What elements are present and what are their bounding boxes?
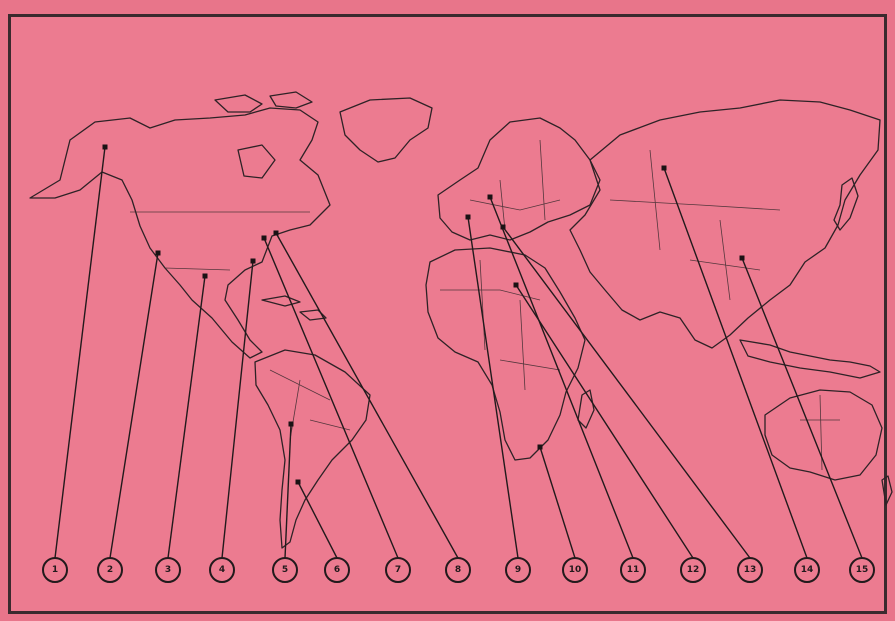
africa-outline [425,247,586,461]
caribbean-outline [261,295,327,321]
leader-line-5 [284,423,292,559]
marker-7[interactable]: 7 [385,557,411,583]
target-dot-western-europe [465,214,471,220]
marker-ring-9 [505,557,531,583]
marker-label-12: 12 [687,565,700,575]
map-frame [8,14,887,614]
target-dot-central-europe [487,194,493,200]
target-dot-east-asia [739,255,745,261]
marker-label-5: 5 [282,565,288,575]
marker-label-14: 14 [801,565,814,575]
marker-label-8: 8 [455,565,461,575]
marker-ring-12 [680,557,706,583]
leader-line-6 [297,481,338,559]
marker-ring-14 [794,557,820,583]
marker-ring-5 [272,557,298,583]
leader-line-12 [515,284,694,559]
target-dot-north-africa [513,282,519,288]
marker-label-11: 11 [627,565,640,575]
asia-outline [569,99,881,349]
target-dots [102,144,745,485]
marker-3[interactable]: 3 [155,557,181,583]
marker-label-6: 6 [334,565,340,575]
leader-line-15 [741,257,863,559]
leader-line-3 [167,275,206,559]
marker-15[interactable]: 15 [849,557,875,583]
japan-outline [833,177,859,231]
marker-label-10: 10 [569,565,582,575]
europe-outline [437,117,601,241]
new-zealand-outline [881,475,893,506]
marker-label-9: 9 [515,565,521,575]
marker-label-7: 7 [395,565,401,575]
southeast-asia-islands-outline [739,339,881,379]
leader-line-2 [109,252,159,559]
target-dot-chile [288,421,294,427]
target-dot-russia [661,165,667,171]
greenland-outline [339,97,433,163]
target-dot-eastern-canada [273,230,279,236]
marker-ring-11 [620,557,646,583]
marker-label-1: 1 [52,565,58,575]
leader-line-7 [263,237,399,559]
marker-12[interactable]: 12 [680,557,706,583]
marker-2[interactable]: 2 [97,557,123,583]
marker-ring-10 [562,557,588,583]
marker-14[interactable]: 14 [794,557,820,583]
marker-ring-2 [97,557,123,583]
arctic-islands-outline [214,91,313,179]
target-dot-northeast-usa [261,235,267,241]
south-america-outline [254,349,371,549]
marker-ring-6 [324,557,350,583]
marker-ring-13 [737,557,763,583]
marker-ring-7 [385,557,411,583]
leader-line-13 [502,226,751,559]
marker-8[interactable]: 8 [445,557,471,583]
target-dot-southern-africa [537,444,543,450]
australia-outline [764,389,883,481]
marker-5[interactable]: 5 [272,557,298,583]
north-america-outline [29,107,331,359]
marker-4[interactable]: 4 [209,557,235,583]
marker-ring-4 [209,557,235,583]
leader-line-1 [54,146,106,559]
marker-label-15: 15 [856,565,869,575]
leader-line-10 [539,446,576,559]
target-dot-central-usa [202,273,208,279]
marker-11[interactable]: 11 [620,557,646,583]
leader-line-4 [221,260,254,559]
marker-10[interactable]: 10 [562,557,588,583]
marker-6[interactable]: 6 [324,557,350,583]
marker-ring-3 [155,557,181,583]
marker-label-3: 3 [165,565,171,575]
marker-label-13: 13 [744,565,757,575]
marker-ring-8 [445,557,471,583]
marker-label-2: 2 [107,565,113,575]
target-dot-western-usa [155,250,161,256]
marker-9[interactable]: 9 [505,557,531,583]
leader-lines [54,146,863,559]
leader-line-14 [663,167,808,559]
continent-outlines [29,91,893,549]
country-borders [130,139,840,471]
marker-1[interactable]: 1 [42,557,68,583]
target-dot-eastern-usa [250,258,256,264]
madagascar-outline [577,389,595,429]
marker-label-4: 4 [219,565,225,575]
target-dot-eastern-europe [500,224,506,230]
marker-ring-15 [849,557,875,583]
target-dot-alaska [102,144,108,150]
leader-line-8 [275,232,459,559]
marker-13[interactable]: 13 [737,557,763,583]
leader-line-11 [489,196,634,559]
leader-line-9 [467,216,519,559]
target-dot-argentina [295,479,301,485]
marker-ring-1 [42,557,68,583]
